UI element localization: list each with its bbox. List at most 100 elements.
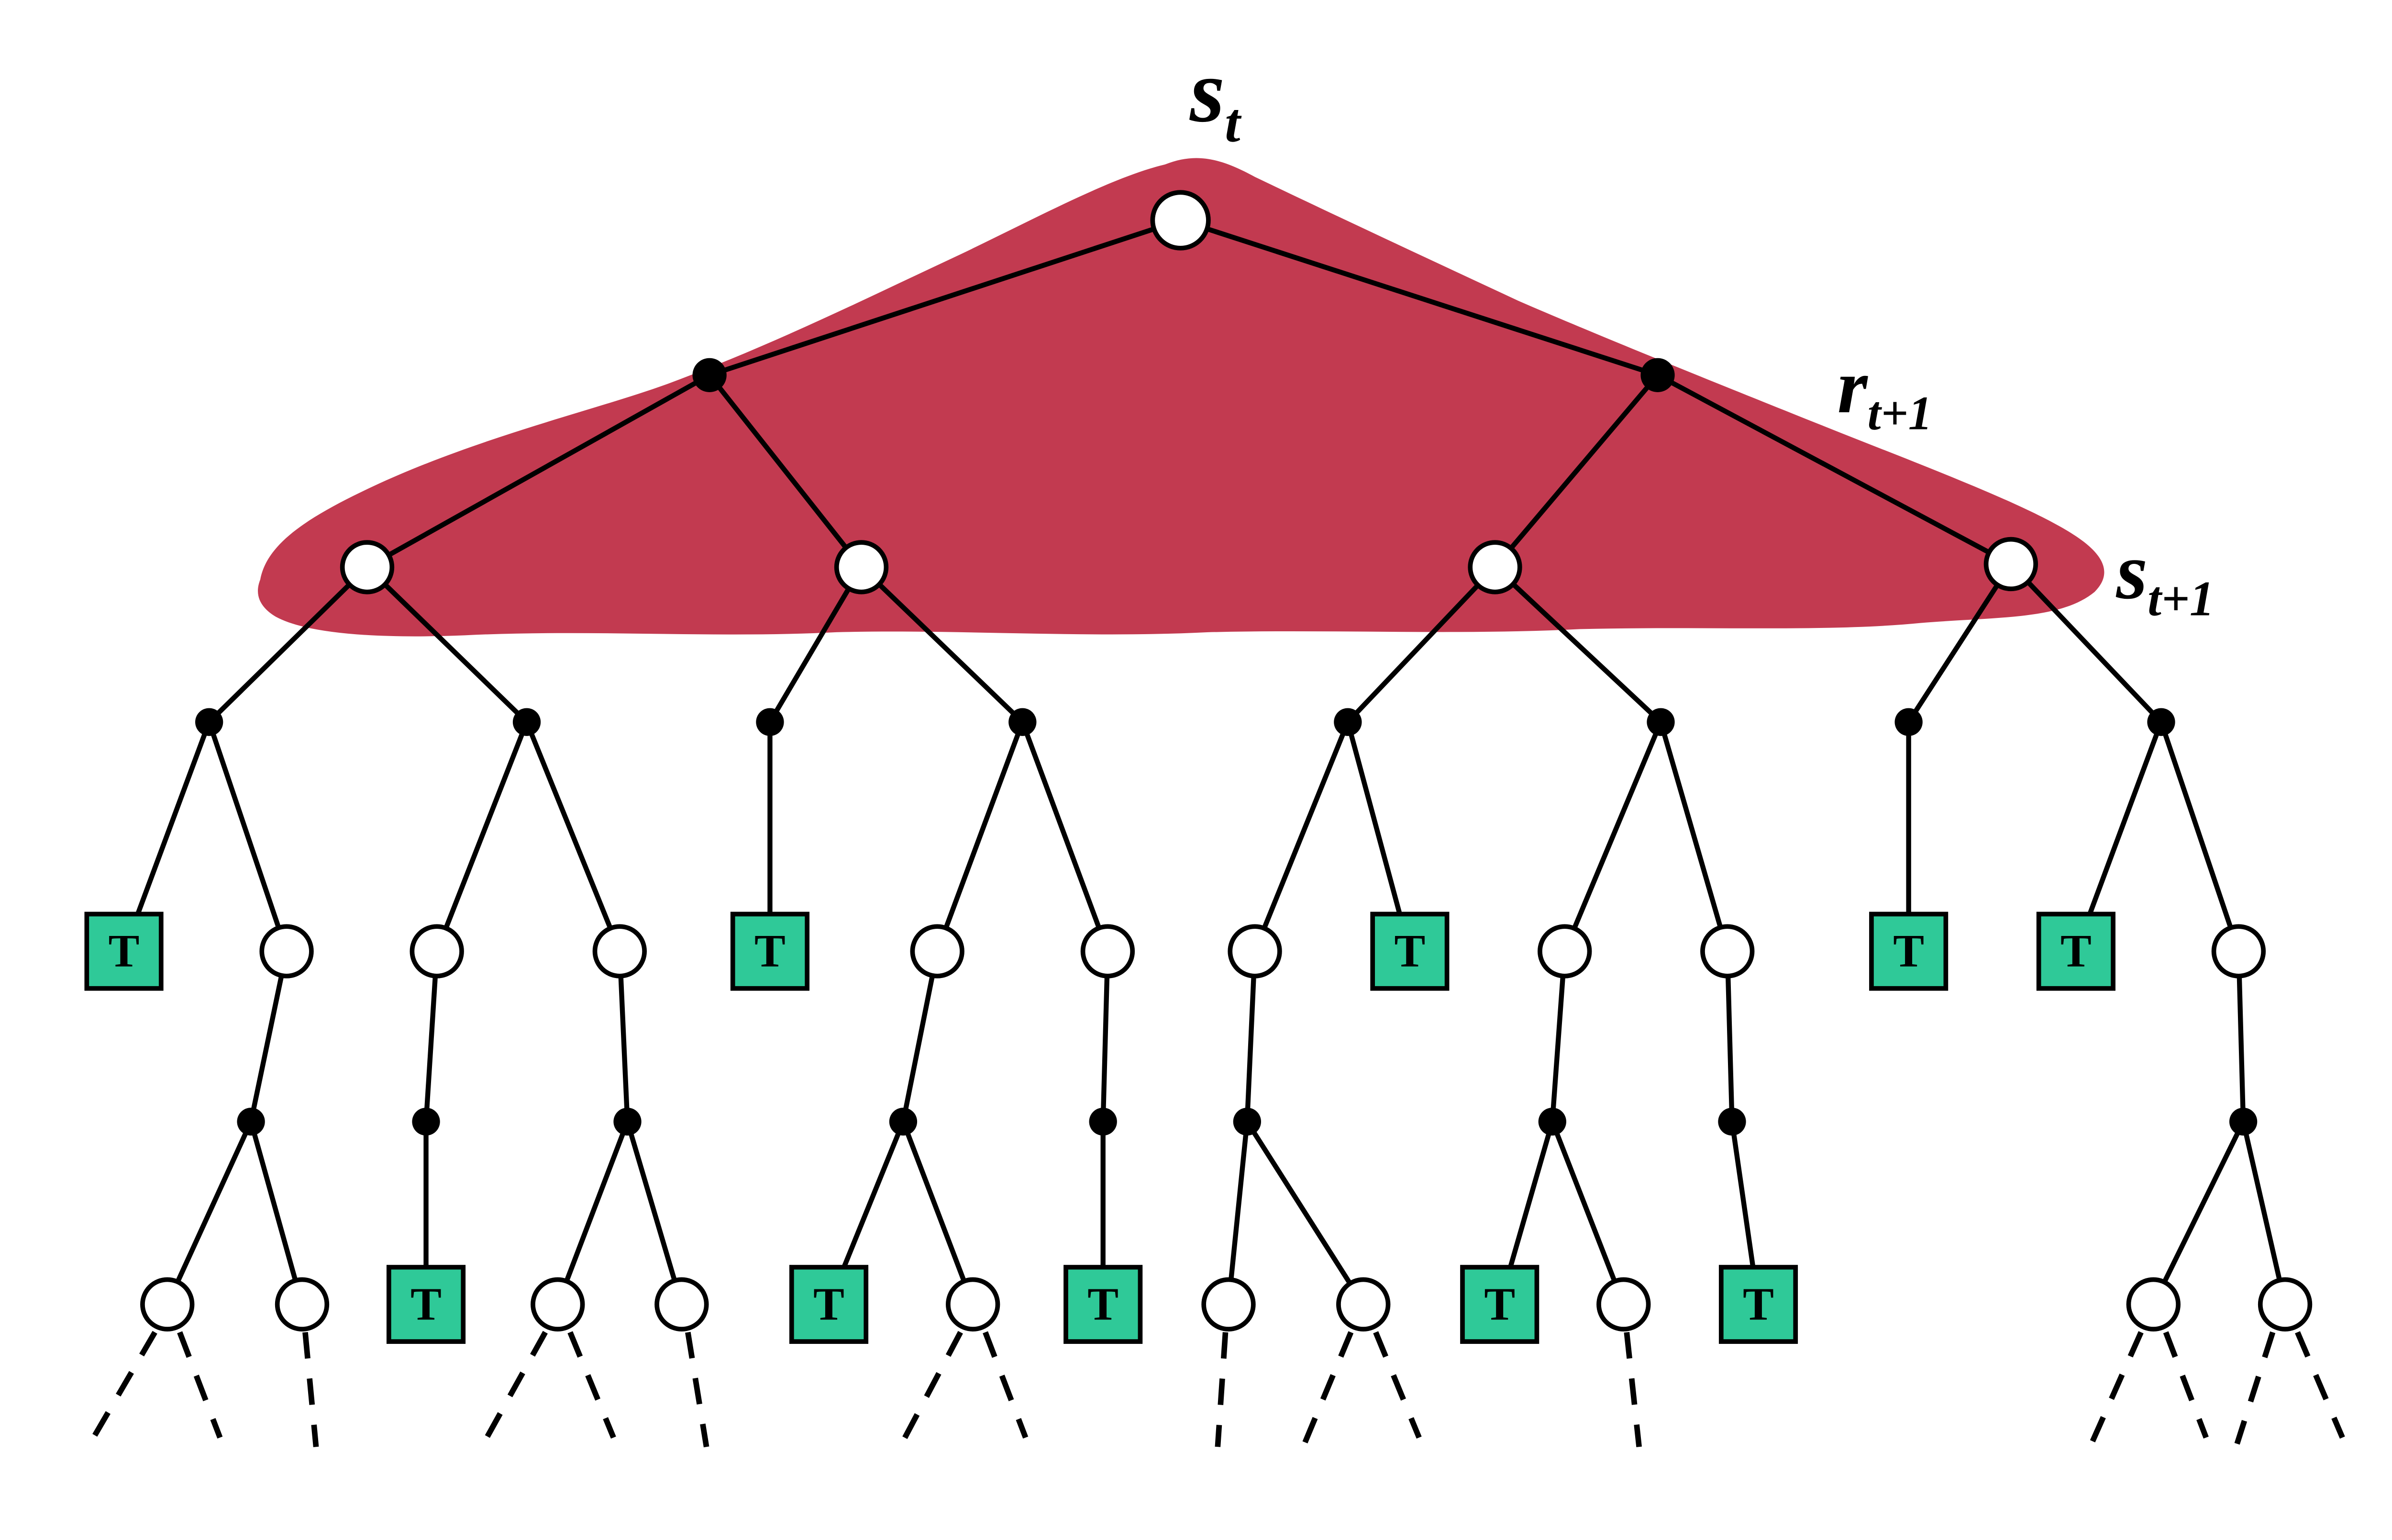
state-node [275,1277,330,1331]
root-state-label: st [1189,41,1242,154]
tree-edge [1180,218,1659,378]
dashed-edge [177,1331,223,1439]
tree-edge [248,1121,305,1305]
terminal-node [1869,912,1949,991]
tree-edge [2009,562,2163,724]
tree-edge [1020,721,1110,952]
action-node [1538,1107,1566,1136]
state-node [2126,1277,2181,1331]
tree-edge [434,721,529,952]
dashed-edge [1215,1332,1229,1447]
state-node [946,1277,1000,1331]
tree-edge [1562,721,1663,952]
terminal-node [1370,912,1450,991]
action-node [412,1107,440,1136]
terminal-label: T [1087,1278,1118,1330]
action-node [1089,1107,1117,1136]
tree-edge [625,1121,684,1305]
action-node [1233,1107,1262,1136]
tree-edge [1656,373,2012,566]
dashed-edge [983,1331,1029,1439]
terminal-label: T [813,1278,844,1330]
terminal-node [84,912,164,991]
action-node [2229,1107,2258,1136]
state-node [1700,924,1755,979]
tree-edge [1550,951,1567,1122]
terminal-label: T [410,1278,442,1330]
terminal-node [1718,1265,1798,1344]
state-node [910,924,964,979]
tree-edge [248,950,289,1122]
dashed-edge [1624,1331,1642,1447]
dashed-edge [302,1331,319,1447]
action-node [889,1107,918,1136]
action-node [2147,708,2175,736]
state-node [654,1277,709,1331]
tree-edge [1550,1121,1626,1306]
tree-edge [1725,951,1735,1122]
dashed-edge [1302,1331,1354,1445]
state-node [340,540,395,594]
tree-edge [1493,373,1660,569]
tree-edge [2151,1120,2246,1306]
tree-edge [1100,951,1110,1122]
tree-edge [423,951,440,1122]
state-node [2258,1277,2313,1331]
state-node [1150,190,1211,251]
terminal-node [730,912,810,991]
terminal-label: T [1743,1278,1774,1330]
dashed-edge [899,1331,963,1445]
tree-edge [207,565,369,724]
action-node [1647,708,1675,736]
tree-edge [900,950,940,1122]
tree-edge [1252,721,1351,952]
tree-edge [859,565,1024,724]
tree-edge [901,1121,975,1306]
tree-edge [165,1120,254,1306]
state-node [1983,537,2038,591]
state-node [1538,924,1592,979]
terminal-node [789,1265,869,1344]
action-node [512,708,541,736]
highlight-region [258,158,2104,637]
terminal-label: T [109,925,140,977]
tree-edge [709,218,1182,378]
tree-edge [207,721,289,952]
tree-edge [524,721,622,952]
state-node [410,924,464,979]
action-node [1640,358,1675,392]
dashed-edge [685,1331,709,1448]
state-node [592,924,647,979]
tree-edge [2159,721,2241,952]
action-node [1334,708,1362,736]
terminal-label: T [1484,1278,1515,1330]
reward-label: rt+1 [1838,344,1932,440]
action-node [1894,708,1923,736]
state-node [1201,1277,1256,1331]
state-node [2211,924,2266,979]
state-node [834,540,889,594]
action-node [237,1107,265,1136]
action-node [1008,708,1037,736]
terminal-label: T [2060,925,2092,977]
tree-edge [767,566,864,724]
next-state-label: st+1 [2116,527,2215,627]
tree-edge [555,1121,630,1306]
tree-edge [2241,1121,2288,1305]
action-node [692,358,727,392]
state-node [1468,540,1522,594]
dashed-edge [2163,1331,2209,1439]
tree-edge [1658,721,1730,952]
dashed-edge [481,1331,548,1445]
state-node [1080,924,1135,979]
action-node [1718,1107,1746,1136]
action-node [756,708,784,736]
tree-edge [1493,565,1663,724]
tree-edge [1245,1120,1366,1306]
action-node [195,708,223,736]
tree-edge [2236,951,2246,1122]
terminal-label: T [1394,925,1425,977]
state-node [1228,924,1282,979]
